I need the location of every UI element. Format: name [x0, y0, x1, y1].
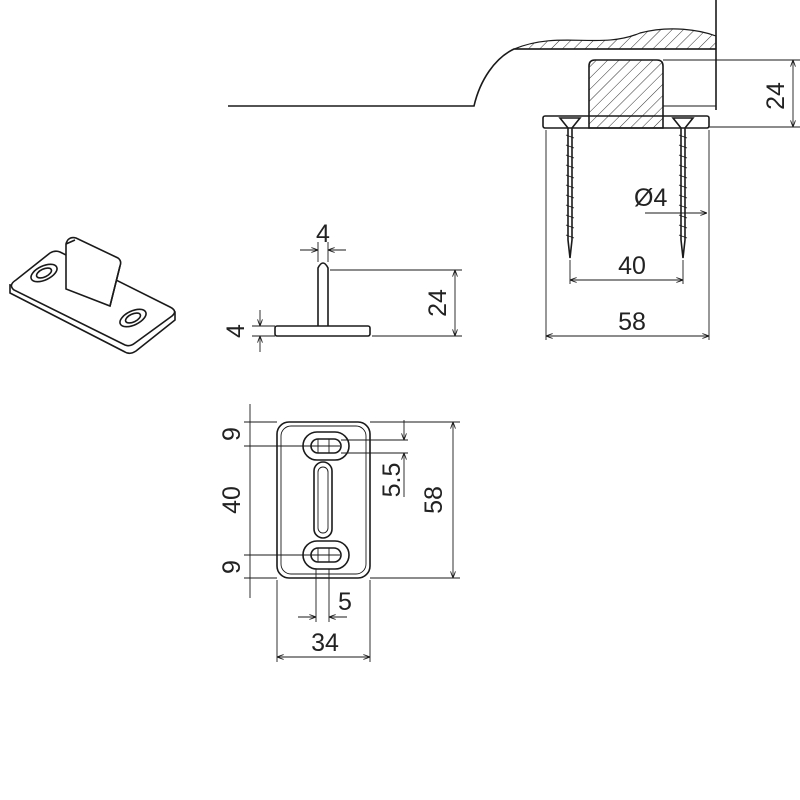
top-margin-label: 9	[218, 427, 246, 441]
isometric-view	[9, 236, 176, 355]
pin-width-label: 4	[316, 220, 330, 248]
screw-spacing-label: 40	[618, 252, 646, 280]
side-plate	[274, 325, 371, 337]
center-slot	[313, 461, 333, 539]
slot-spacing-label: 40	[218, 486, 246, 514]
side-height-label: 24	[424, 289, 452, 317]
slot-width-label: 5	[338, 588, 352, 616]
plan-view: 9 40 9 5.5 58 5 34	[218, 404, 460, 662]
screw-left	[558, 117, 582, 259]
side-view: 4 24 4	[222, 220, 462, 352]
plan-width-label: 34	[311, 629, 339, 657]
slot-length-label: 5.5	[378, 463, 406, 498]
plan-plate	[276, 421, 371, 579]
door-hatch	[513, 28, 717, 50]
screw-diameter-label: Ø4	[634, 184, 667, 212]
guide-pin-section	[588, 59, 664, 129]
section-height-label: 24	[762, 82, 790, 110]
section-view: 24 Ø4 40 58	[228, 0, 800, 340]
side-pin	[317, 262, 329, 326]
door-bottom-profile	[228, 48, 716, 107]
bottom-margin-label: 9	[218, 560, 246, 574]
plate-length-label: 58	[618, 308, 646, 336]
plate-thickness-label: 4	[222, 324, 250, 338]
plan-length-label: 58	[420, 486, 448, 514]
base-plate-section	[542, 115, 710, 129]
screw-right	[671, 117, 695, 259]
